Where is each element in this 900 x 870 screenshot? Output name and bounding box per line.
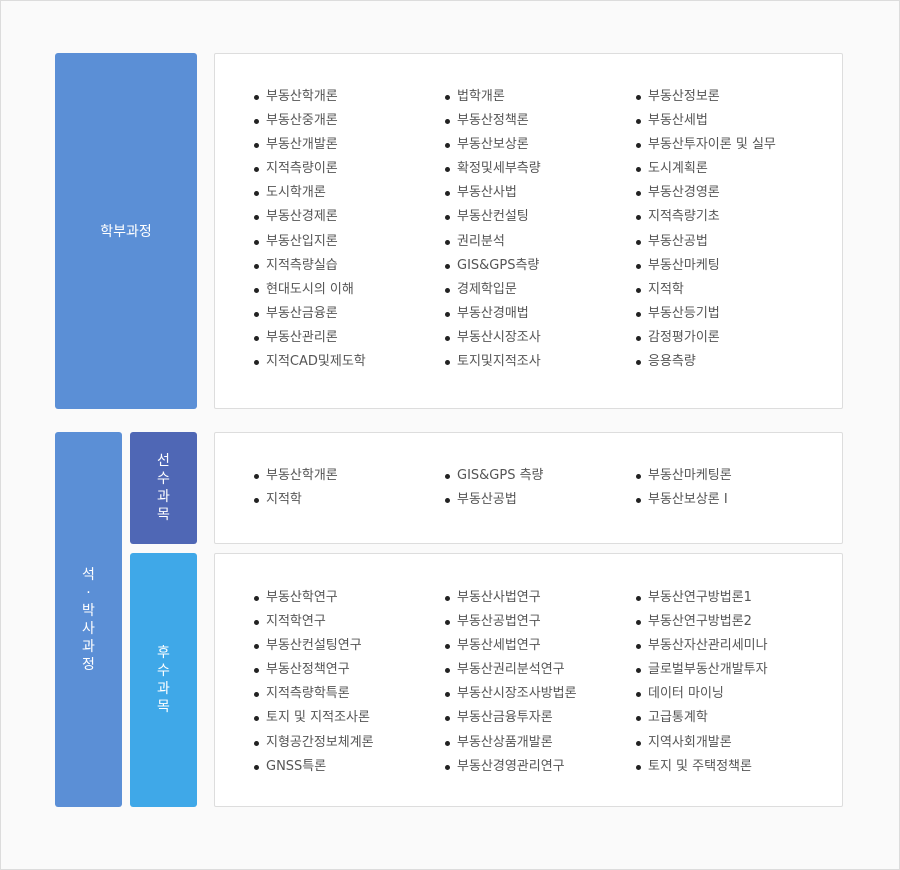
- course-item: 부동산경제론: [254, 205, 366, 229]
- course-item: 부동산자산관리세미나: [636, 634, 768, 658]
- label-char: 사: [82, 620, 95, 637]
- course-item: 부동산입지론: [254, 230, 366, 254]
- course-item: 부동산컨설팅: [445, 205, 541, 229]
- course-item: 부동산정책연구: [254, 658, 374, 682]
- label-char: 수: [157, 471, 170, 487]
- label-char: 석: [82, 566, 95, 583]
- course-item: 부동산경영론: [636, 181, 776, 205]
- course-item: 부동산정보론: [636, 85, 776, 109]
- course-item: 부동산사법: [445, 181, 541, 205]
- label-char: 목: [157, 699, 170, 715]
- course-item: 지적CAD및제도학: [254, 350, 366, 374]
- course-item: 부동산시장조사: [445, 326, 541, 350]
- course-item: 지적측량학특론: [254, 682, 374, 706]
- label-char: 과: [157, 489, 170, 505]
- course-item: 부동산연구방법론1: [636, 586, 768, 610]
- course-item: 지적측량실습: [254, 254, 366, 278]
- course-item: 도시학개론: [254, 181, 366, 205]
- course-item: 부동산공법: [636, 230, 776, 254]
- course-item: 부동산금융론: [254, 302, 366, 326]
- course-item: 부동산경영관리연구: [445, 755, 577, 779]
- course-item: 법학개론: [445, 85, 541, 109]
- course-item: 부동산마케팅: [636, 254, 776, 278]
- course-item: 부동산금융투자론: [445, 706, 577, 730]
- course-item: 고급통계학: [636, 706, 768, 730]
- course-item: 부동산정책론: [445, 109, 541, 133]
- course-item: 토지 및 지적조사론: [254, 706, 374, 730]
- course-item: 부동산학연구: [254, 586, 374, 610]
- undergrad-label-text: 학부과정: [100, 224, 152, 240]
- course-item: 부동산학개론: [254, 464, 338, 488]
- label-char: 목: [157, 507, 170, 523]
- course-item: GIS&GPS 측량: [445, 464, 544, 488]
- course-item: 지역사회개발론: [636, 731, 768, 755]
- label-char: 후: [157, 645, 170, 661]
- course-item: 부동산중개론: [254, 109, 366, 133]
- course-item: 부동산보상론 Ⅰ: [636, 488, 732, 512]
- course-item: 데이터 마이닝: [636, 682, 768, 706]
- course-item: 지적측량이론: [254, 157, 366, 181]
- course-item: 부동산경매법: [445, 302, 541, 326]
- course-item: GNSS특론: [254, 755, 374, 779]
- course-item: 지형공간정보체계론: [254, 731, 374, 755]
- course-item: 부동산관리론: [254, 326, 366, 350]
- course-item: 부동산사법연구: [445, 586, 577, 610]
- course-item: 지적학연구: [254, 610, 374, 634]
- label-char: 과: [82, 638, 95, 655]
- course-item: 부동산개발론: [254, 133, 366, 157]
- course-item: 권리분석: [445, 230, 541, 254]
- course-item: 부동산권리분석연구: [445, 658, 577, 682]
- course-item: 부동산보상론: [445, 133, 541, 157]
- course-item: 부동산세법: [636, 109, 776, 133]
- course-item: 부동산컨설팅연구: [254, 634, 374, 658]
- course-item: 부동산세법연구: [445, 634, 577, 658]
- course-item: 감정평가이론: [636, 326, 776, 350]
- course-item: 부동산상품개발론: [445, 731, 577, 755]
- course-item: 부동산공법연구: [445, 610, 577, 634]
- course-item: 지적학: [636, 278, 776, 302]
- course-item: 지적측량기초: [636, 205, 776, 229]
- course-item: 현대도시의 이해: [254, 278, 366, 302]
- course-item: 글로벌부동산개발투자: [636, 658, 768, 682]
- course-item: 부동산학개론: [254, 85, 366, 109]
- undergrad-label: 학부과정: [55, 53, 197, 409]
- course-item: 경제학입문: [445, 278, 541, 302]
- label-char: 과: [157, 681, 170, 697]
- course-item: 토지 및 주택정책론: [636, 755, 768, 779]
- course-item: 부동산공법: [445, 488, 544, 512]
- course-item: 확정및세부측량: [445, 157, 541, 181]
- course-item: 부동산시장조사방법론: [445, 682, 577, 706]
- label-char: 박: [82, 602, 95, 619]
- course-item: 도시계획론: [636, 157, 776, 181]
- course-item: 부동산연구방법론2: [636, 610, 768, 634]
- course-item: 토지및지적조사: [445, 350, 541, 374]
- course-item: 응용측량: [636, 350, 776, 374]
- label-char: 선: [157, 453, 170, 469]
- label-char: 수: [157, 663, 170, 679]
- label-char: ·: [86, 584, 91, 601]
- course-item: 부동산등기법: [636, 302, 776, 326]
- course-item: 부동산마케팅론: [636, 464, 732, 488]
- label-char: 정: [82, 656, 95, 673]
- course-item: 지적학: [254, 488, 338, 512]
- course-item: GIS&GPS측량: [445, 254, 541, 278]
- course-item: 부동산투자이론 및 실무: [636, 133, 776, 157]
